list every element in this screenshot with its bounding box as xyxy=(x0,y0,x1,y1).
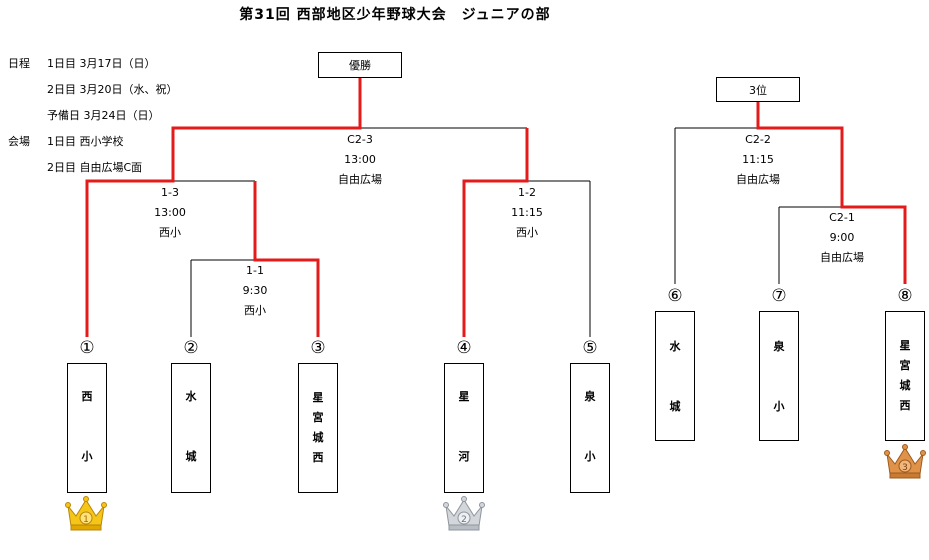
team-number-7: ⑦ xyxy=(771,286,787,306)
team-box-2: 水 城 xyxy=(171,363,211,493)
medal-rank-3: 3 xyxy=(902,463,908,473)
schedule-reserve: 予備日 3月24日（日） xyxy=(47,109,160,122)
match-time: 11:15 xyxy=(511,206,543,219)
team-box-3: 星 宮 城 西 xyxy=(298,363,338,493)
team-box-1: 西 小 xyxy=(67,363,107,493)
winner-line-team4 xyxy=(462,128,529,337)
match-time: 13:00 xyxy=(154,206,186,219)
team-char: 泉 xyxy=(773,340,785,353)
team-char: 宮 xyxy=(312,411,324,424)
match-code: 1-1 xyxy=(246,264,264,277)
team-box-4: 星 河 xyxy=(444,363,484,493)
page-title: 第31回 西部地区少年野球大会 ジュニアの部 xyxy=(239,7,551,23)
venue-label: 会場 xyxy=(8,135,30,148)
match-c2-2: C2-2 11:15 自由広場 xyxy=(708,130,808,190)
medal-rank-1: 1 xyxy=(83,515,89,525)
team-char: 西 xyxy=(899,399,911,412)
match-place: 西小 xyxy=(159,226,181,239)
team-char: 水 xyxy=(185,390,197,403)
schedule-day1: 1日目 3月17日（日） xyxy=(47,57,156,70)
match-code: 1-3 xyxy=(161,186,179,199)
team-number-5: ⑤ xyxy=(582,338,598,358)
team-char: 小 xyxy=(81,450,93,463)
match-code: C2-2 xyxy=(745,133,771,146)
team-number-1: ① xyxy=(79,338,95,358)
gold-crown-icon: 1 xyxy=(65,496,107,531)
team-char: 城 xyxy=(669,400,681,413)
match-place: 西小 xyxy=(244,304,266,317)
team-box-6: 水 城 xyxy=(655,311,695,441)
match-code: C2-1 xyxy=(829,211,855,224)
match-time: 11:15 xyxy=(742,153,774,166)
bronze-crown-icon: 3 xyxy=(884,444,926,479)
team-number-3: ③ xyxy=(310,338,326,358)
team-char: 泉 xyxy=(584,390,596,403)
medal-rank-2: 2 xyxy=(461,515,467,525)
silver-crown-icon: 2 xyxy=(443,496,485,531)
match-c2-1: C2-1 9:00 自由広場 xyxy=(792,208,892,268)
match-place: 自由広場 xyxy=(736,173,780,186)
team-char: 城 xyxy=(899,379,911,392)
match-1-3: 1-3 13:00 西小 xyxy=(120,183,220,243)
team-char: 水 xyxy=(669,340,681,353)
match-c2-3: C2-3 13:00 自由広場 xyxy=(310,130,410,190)
team-number-8: ⑧ xyxy=(897,286,913,306)
team-char: 河 xyxy=(458,450,470,463)
team-number-2: ② xyxy=(183,338,199,358)
team-box-8: 星 宮 城 西 xyxy=(885,311,925,441)
venue-day1: 1日目 西小学校 xyxy=(47,135,124,148)
winner-line-team3 xyxy=(253,181,320,337)
team-number-4: ④ xyxy=(456,338,472,358)
match-code: 1-2 xyxy=(518,186,536,199)
winner-line-team1 xyxy=(85,78,362,337)
match-code: C2-3 xyxy=(347,133,373,146)
match-time: 9:30 xyxy=(242,284,268,297)
team-box-5: 泉 小 xyxy=(570,363,610,493)
team-char: 小 xyxy=(584,450,596,463)
team-char: 宮 xyxy=(899,359,911,372)
team-char: 星 xyxy=(899,339,911,352)
match-1-1: 1-1 9:30 西小 xyxy=(205,261,305,321)
team-number-6: ⑥ xyxy=(667,286,683,306)
match-time: 9:00 xyxy=(829,231,855,244)
venue-day2: 2日目 自由広場C面 xyxy=(47,161,143,174)
match-1-2: 1-2 11:15 西小 xyxy=(477,183,577,243)
winner-line-team8 xyxy=(756,102,907,284)
match-place: 西小 xyxy=(516,226,538,239)
team-char: 星 xyxy=(312,391,324,404)
team-box-7: 泉 小 xyxy=(759,311,799,441)
match-place: 自由広場 xyxy=(820,251,864,264)
team-char: 小 xyxy=(773,400,785,413)
match-place: 自由広場 xyxy=(338,173,382,186)
team-char: 西 xyxy=(312,451,324,464)
third-place-box: 3位 xyxy=(716,77,800,102)
team-char: 星 xyxy=(458,390,470,403)
match-time: 13:00 xyxy=(344,153,376,166)
schedule-day2: 2日目 3月20日（水、祝） xyxy=(47,83,178,96)
schedule-label: 日程 xyxy=(8,57,30,70)
team-char: 西 xyxy=(81,390,93,403)
champion-box: 優勝 xyxy=(318,52,402,78)
team-char: 城 xyxy=(185,450,197,463)
team-char: 城 xyxy=(312,431,324,444)
